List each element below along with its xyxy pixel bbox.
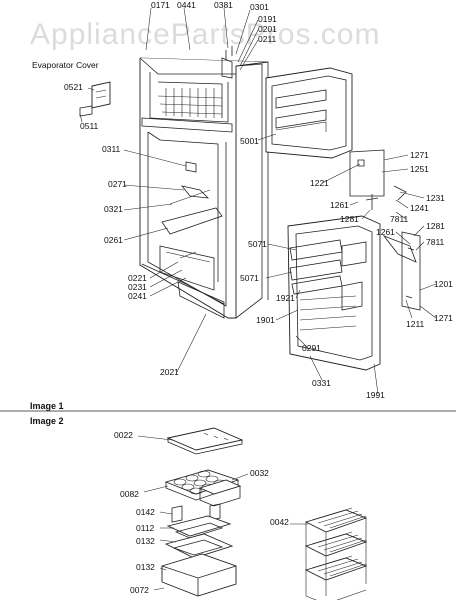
- label-5001: 5001: [240, 136, 259, 146]
- label-0331: 0331: [312, 378, 331, 388]
- label-1251: 1251: [410, 164, 429, 174]
- label-0291: 0291: [302, 343, 321, 353]
- cabinet-drawing: [139, 46, 269, 319]
- leader-lines-image-2: [137, 435, 308, 591]
- part-labels-image-2: 0022 0082 0032 0142 0112 0132 0042 0132 …: [114, 430, 289, 595]
- label-7811-b: 7811: [426, 237, 445, 247]
- label-1901: 1901: [256, 315, 275, 325]
- label-1241: 1241: [410, 203, 429, 213]
- label-1281-a: 1281: [340, 214, 359, 224]
- label-1231: 1231: [426, 193, 445, 203]
- label-0191: 0191: [258, 14, 277, 24]
- label-0082: 0082: [120, 489, 139, 499]
- label-0231: 0231: [128, 282, 147, 292]
- label-1221: 1221: [310, 178, 329, 188]
- label-0211: 0211: [258, 34, 277, 44]
- label-0221: 0221: [128, 273, 147, 283]
- wire-rack-drawing: [304, 507, 368, 600]
- label-0201: 0201: [258, 24, 277, 34]
- label-0271: 0271: [108, 179, 127, 189]
- part-labels-image-1: 0171 0441 0381 0301 0191 0201 0211 Evapo…: [32, 0, 453, 400]
- freezer-door-drawing: [265, 67, 407, 210]
- label-1211: 1211: [406, 319, 425, 329]
- leader-lines-image-1: [79, 7, 437, 395]
- label-1201: 1201: [434, 279, 453, 289]
- label-0072: 0072: [130, 585, 149, 595]
- label-0511: 0511: [80, 121, 99, 131]
- label-1921: 1921: [276, 293, 295, 303]
- label-0381: 0381: [214, 0, 233, 10]
- label-0311: 0311: [102, 144, 121, 154]
- label-2021: 2021: [160, 367, 179, 377]
- label-0032: 0032: [250, 468, 269, 478]
- label-0042: 0042: [270, 517, 289, 527]
- label-0132-a: 0132: [136, 536, 155, 546]
- label-0261: 0261: [104, 235, 123, 245]
- label-1261-b: 1261: [376, 227, 395, 237]
- label-7811-a: 7811: [390, 214, 409, 224]
- evaporator-cover-drawing: [79, 81, 111, 117]
- label-1271-top: 1271: [410, 150, 429, 160]
- section-label-image-1: Image 1: [30, 401, 64, 411]
- label-0241: 0241: [128, 291, 147, 301]
- label-0321: 0321: [104, 204, 123, 214]
- label-5071-a: 5071: [248, 239, 267, 249]
- watermark: AppliancePartsPros.com: [30, 18, 380, 51]
- label-1281-b: 1281: [426, 221, 445, 231]
- label-evaporator-cover: Evaporator Cover: [32, 60, 99, 70]
- ice-bin-assembly-drawing: [161, 427, 244, 597]
- label-0441: 0441: [177, 0, 196, 10]
- label-0171: 0171: [151, 0, 170, 10]
- label-1261-a: 1261: [330, 200, 349, 210]
- fresh-food-door-drawing: [287, 215, 421, 371]
- section-label-image-2: Image 2: [30, 416, 64, 426]
- label-0132-b: 0132: [136, 562, 155, 572]
- label-0142: 0142: [136, 507, 155, 517]
- label-5071-b: 5071: [240, 273, 259, 283]
- label-0521: 0521: [64, 82, 83, 92]
- label-1991: 1991: [366, 390, 385, 400]
- label-0022: 0022: [114, 430, 133, 440]
- label-0301: 0301: [250, 2, 269, 12]
- label-1271-bottom: 1271: [434, 313, 453, 323]
- label-0112: 0112: [136, 523, 155, 533]
